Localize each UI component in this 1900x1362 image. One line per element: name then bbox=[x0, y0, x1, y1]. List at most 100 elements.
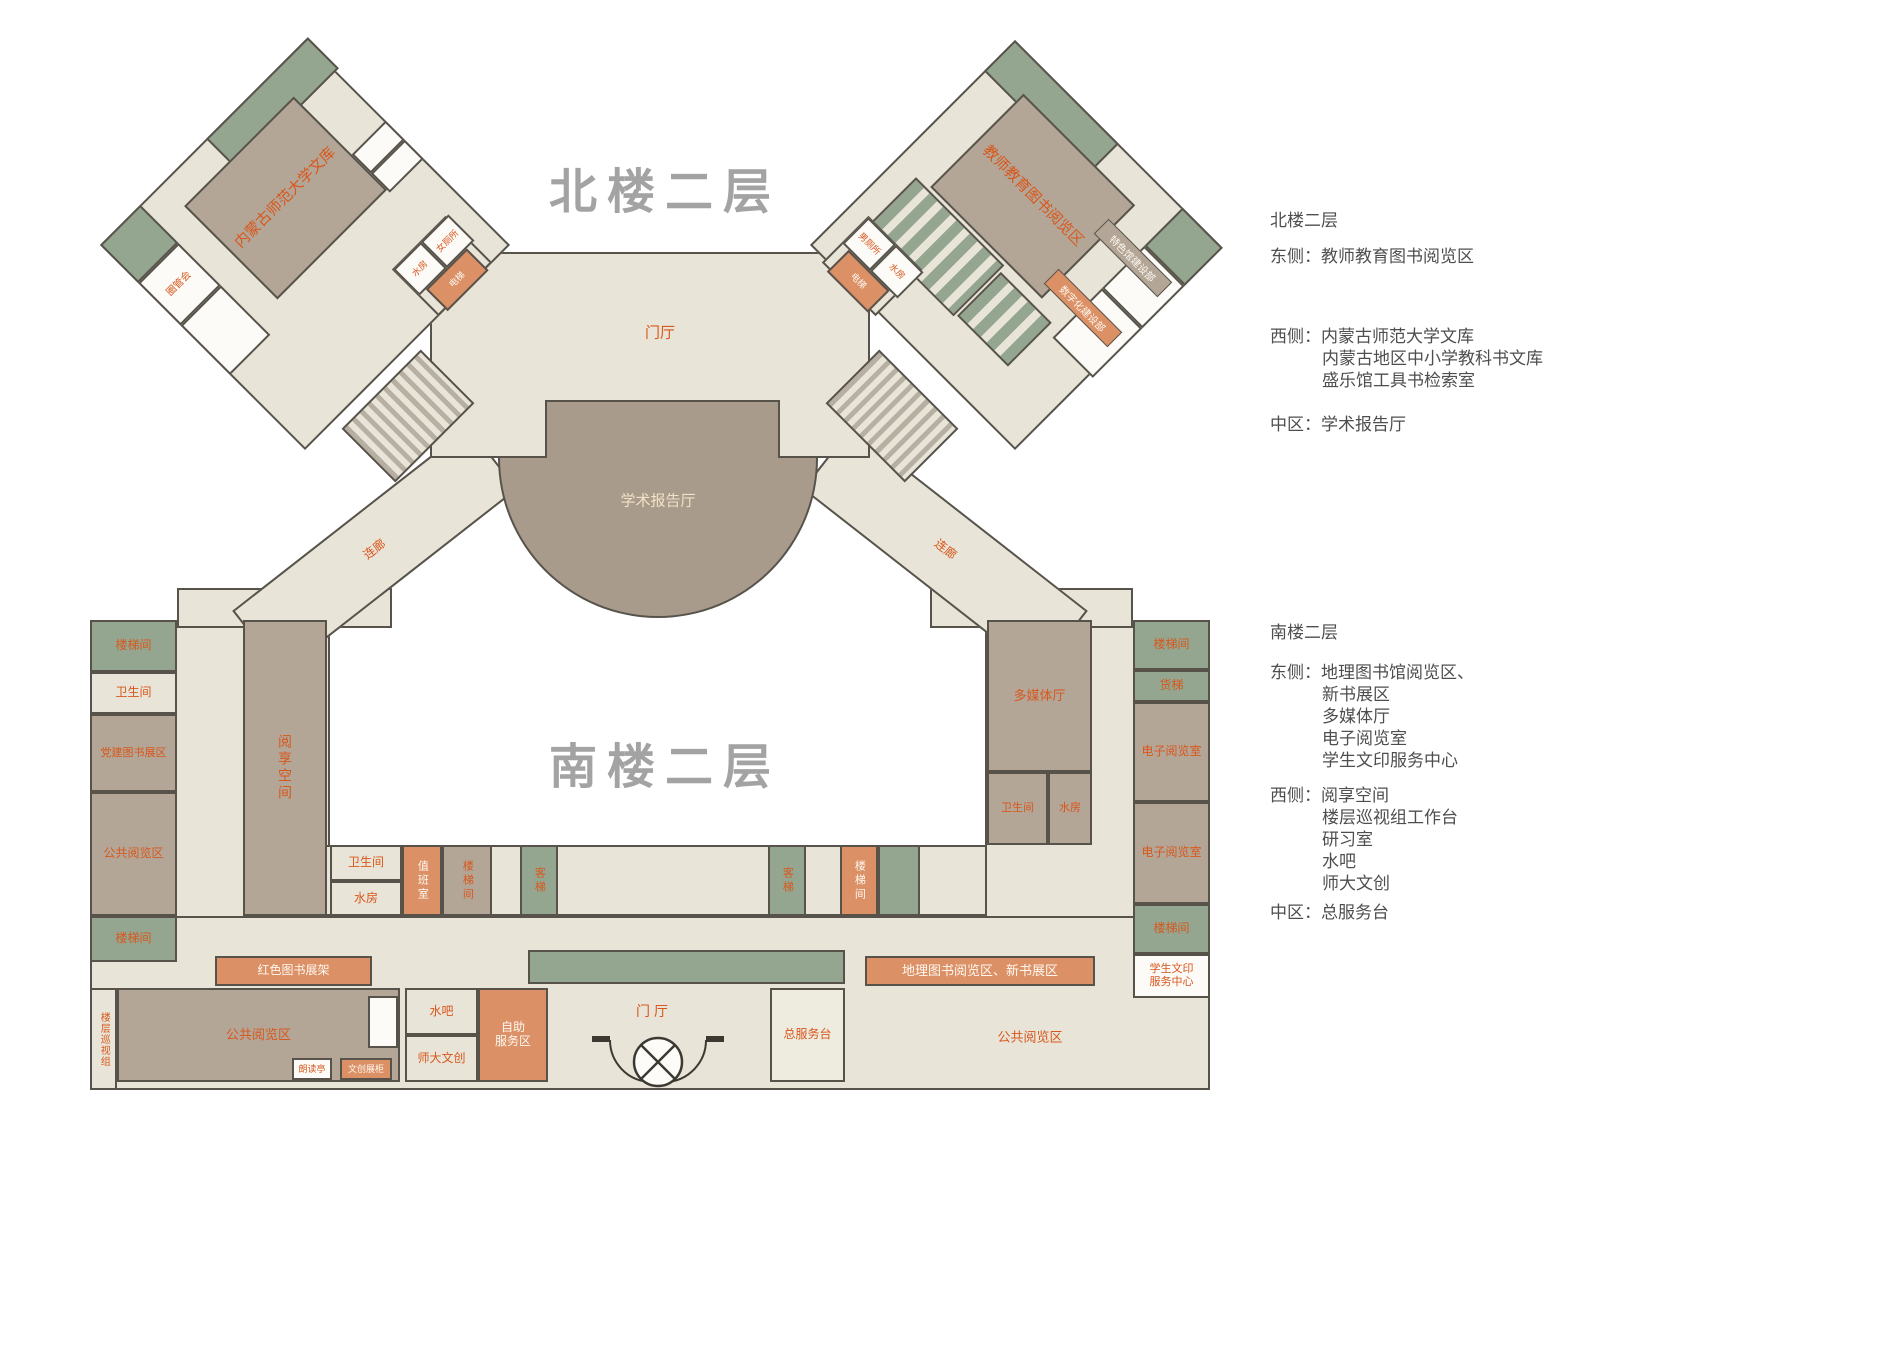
room-reading-space: 阅享空间 bbox=[243, 620, 327, 916]
north-foyer-label: 门厅 bbox=[644, 324, 676, 342]
lecture-hall-label: 学术报告厅 bbox=[620, 492, 696, 510]
room-toilet-se-label: 卫生间 bbox=[1001, 802, 1034, 815]
legend-south-west-4: 水吧 bbox=[1322, 852, 1356, 871]
room-toilet-mid: 卫生间 bbox=[330, 845, 402, 881]
room-university-archive-label: 内蒙古师范大学文库 bbox=[231, 144, 340, 252]
room-reading-booth-label: 朗读亭 bbox=[298, 1063, 326, 1074]
lecture-hall-block bbox=[545, 400, 780, 460]
legend-south-center: 中区：总服务台 bbox=[1270, 903, 1389, 922]
room-reading-space-label: 阅享空间 bbox=[277, 734, 294, 802]
north-building-title: 北楼二层 bbox=[548, 166, 782, 219]
room-elevator-west-label: 电梯 bbox=[447, 269, 467, 290]
room-men-toilet-label: 男厕所 bbox=[856, 230, 883, 258]
room-red-books-shelf: 红色图书展架 bbox=[215, 956, 372, 986]
legend-south-east-4: 电子阅览室 bbox=[1322, 729, 1407, 748]
legend-north-west-2: 内蒙古地区中小学教科书文库 bbox=[1322, 349, 1543, 368]
public-reading-bottom-east-label: 公共阅览区 bbox=[997, 1029, 1063, 1045]
room-stair-mid-east-label: 楼梯间 bbox=[853, 859, 866, 902]
room-self-service-label-2: 服务区 bbox=[494, 1034, 531, 1048]
room-stair-sw-bottom: 楼梯间 bbox=[90, 916, 177, 962]
room-stair-se-top: 楼梯间 bbox=[1133, 620, 1210, 670]
room-ereading-2-label: 电子阅览室 bbox=[1141, 845, 1202, 860]
room-lift-unlabeled bbox=[878, 845, 920, 916]
room-toilet-se: 卫生间 bbox=[987, 772, 1048, 845]
room-lift-east: 客梯 bbox=[768, 845, 806, 916]
room-ereading-1-label: 电子阅览室 bbox=[1141, 744, 1202, 759]
legend-south-east-3: 多媒体厅 bbox=[1322, 707, 1390, 726]
room-creative-cabinet: 文创展柜 bbox=[340, 1058, 392, 1080]
room-freight-lift-label: 货梯 bbox=[1159, 678, 1184, 693]
legend-north-west-1: 西侧：内蒙古师范大学文库 bbox=[1270, 327, 1474, 346]
room-stair-mid-east: 楼梯间 bbox=[840, 845, 878, 916]
room-water-east-label: 水房 bbox=[886, 261, 907, 282]
room-water-se-label: 水房 bbox=[1059, 802, 1081, 815]
room-stair-sw-top-label: 楼梯间 bbox=[115, 638, 152, 653]
legend-south-east-1: 东侧：地理图书馆阅览区、 bbox=[1270, 663, 1474, 682]
room-public-reading-west-label: 公共阅览区 bbox=[103, 846, 164, 861]
entrance-revolving-door bbox=[592, 1036, 724, 1088]
lecture-hall-semicircle bbox=[498, 458, 818, 618]
room-reading-booth: 朗读亭 bbox=[292, 1058, 332, 1080]
room-stair-sw-bottom-label: 楼梯间 bbox=[115, 931, 152, 946]
room-ereading-1: 电子阅览室 bbox=[1133, 702, 1210, 802]
room-lift-east-label: 客梯 bbox=[781, 866, 794, 895]
room-self-service: 自助 服务区 bbox=[478, 988, 548, 1082]
room-duty-label: 值班室 bbox=[416, 859, 429, 902]
room-multimedia-label: 多媒体厅 bbox=[1013, 687, 1066, 703]
legend-south-west-2: 楼层巡视组工作台 bbox=[1322, 808, 1458, 827]
legend-north-west-3: 盛乐馆工具书检索室 bbox=[1322, 371, 1475, 390]
room-freight-lift: 货梯 bbox=[1133, 670, 1210, 702]
room-red-books-shelf-label: 红色图书展架 bbox=[257, 963, 330, 978]
room-lift-west-label: 客梯 bbox=[533, 866, 546, 895]
room-ereading-2: 电子阅览室 bbox=[1133, 802, 1210, 904]
room-multimedia: 多媒体厅 bbox=[987, 620, 1092, 772]
room-service-desk: 总服务台 bbox=[770, 988, 845, 1082]
room-stair-mid-west-label: 楼梯间 bbox=[461, 859, 474, 902]
south-foyer-label: 门 厅 bbox=[636, 1003, 668, 1019]
legend-south-west-1: 西侧：阅享空间 bbox=[1270, 786, 1389, 805]
bookshelf-bar bbox=[528, 950, 845, 984]
room-floor-patrol: 楼层巡视组 bbox=[90, 988, 117, 1090]
room-water-se: 水房 bbox=[1048, 772, 1092, 845]
legend-south: 南楼二层 东侧：地理图书馆阅览区、 新书展区 多媒体厅 电子阅览室 学生文印服务… bbox=[1270, 622, 1474, 924]
room-university-archive: 内蒙古师范大学文库 bbox=[184, 96, 388, 300]
room-small-cutout bbox=[368, 996, 398, 1048]
room-water-west-label: 水房 bbox=[410, 258, 430, 279]
room-women-toilet-label: 女厕所 bbox=[434, 228, 461, 255]
room-service-desk-label: 总服务台 bbox=[783, 1027, 832, 1042]
room-teacher-education-reading-label: 教师教育图书阅览区 bbox=[979, 142, 1087, 250]
room-toilet-sw: 卫生间 bbox=[90, 672, 177, 714]
room-public-reading-bottom-west-label: 公共阅览区 bbox=[225, 1026, 291, 1042]
room-cultural-creative: 师大文创 bbox=[405, 1035, 478, 1082]
room-geo-books-label: 地理图书阅览区、新书展区 bbox=[901, 962, 1058, 978]
room-stair-se-top-label: 楼梯间 bbox=[1153, 637, 1190, 652]
legend-north-title: 北楼二层 bbox=[1270, 211, 1338, 230]
room-stair-mid-west: 楼梯间 bbox=[442, 845, 492, 916]
room-self-service-label-1: 自助 bbox=[500, 1020, 525, 1035]
legend-north: 北楼二层 东侧：教师教育图书阅览区 西侧：内蒙古师范大学文库 内蒙古地区中小学教… bbox=[1270, 210, 1543, 436]
room-toilet-mid-label: 卫生间 bbox=[347, 855, 384, 870]
room-print-center: 学生文印 服务中心 bbox=[1133, 954, 1210, 998]
legend-south-west-3: 研习室 bbox=[1322, 830, 1373, 849]
legend-south-east-2: 新书展区 bbox=[1322, 685, 1390, 704]
legend-south-title: 南楼二层 bbox=[1270, 623, 1338, 642]
room-party-books: 党建图书展区 bbox=[90, 714, 177, 792]
room-creative-cabinet-label: 文创展柜 bbox=[347, 1063, 384, 1074]
room-stair-sw-top: 楼梯间 bbox=[90, 620, 177, 672]
room-water-bar: 水吧 bbox=[405, 988, 478, 1035]
south-building-title: 南楼二层 bbox=[548, 741, 782, 794]
room-public-reading-west: 公共阅览区 bbox=[90, 792, 177, 916]
room-lift-west: 客梯 bbox=[520, 845, 558, 916]
room-water-mid: 水房 bbox=[330, 881, 402, 916]
room-committee-label: 圈管会 bbox=[164, 269, 194, 299]
corridor-west-label: 连廊 bbox=[360, 536, 389, 563]
legend-north-east: 东侧：教师教育图书阅览区 bbox=[1270, 247, 1474, 266]
room-cultural-creative-label: 师大文创 bbox=[417, 1050, 466, 1065]
room-toilet-sw-label: 卫生间 bbox=[115, 685, 152, 700]
room-stair-se-bottom-label: 楼梯间 bbox=[1153, 921, 1190, 936]
room-water-mid-label: 水房 bbox=[353, 890, 378, 905]
legend-south-west-5: 师大文创 bbox=[1322, 874, 1390, 893]
room-geo-books: 地理图书阅览区、新书展区 bbox=[865, 956, 1095, 986]
corridor-east-label: 连廊 bbox=[931, 536, 960, 563]
